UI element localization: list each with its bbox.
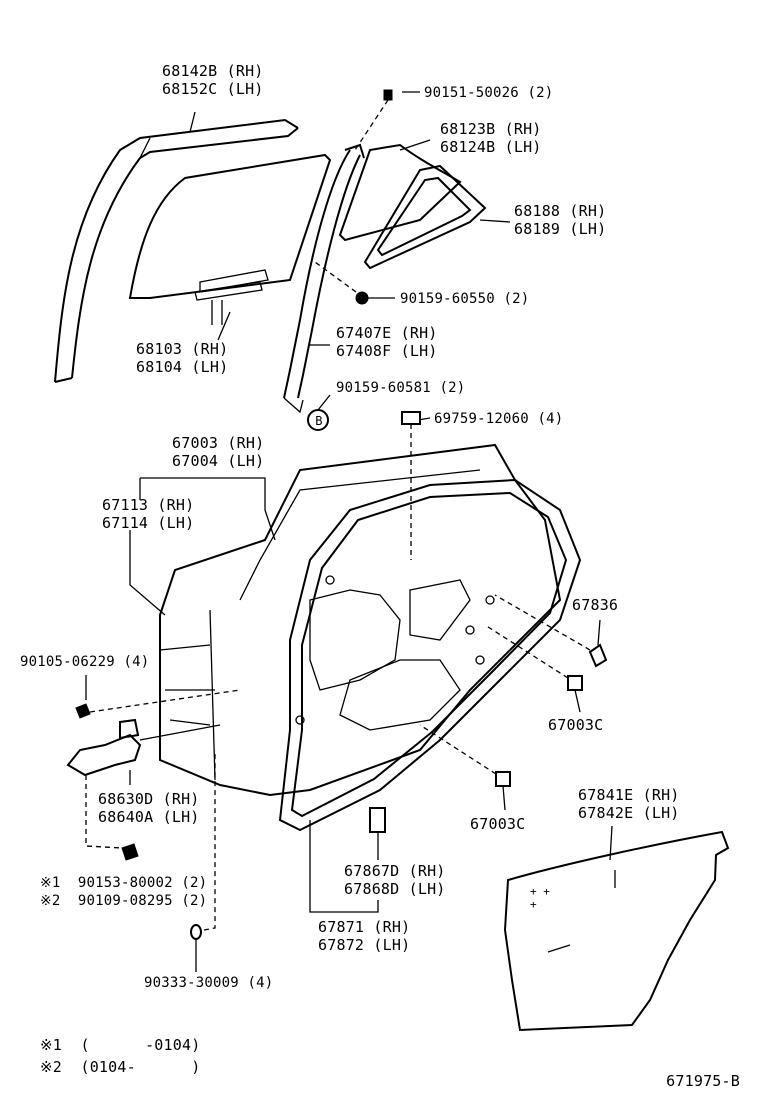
svg-text:+ +: + +	[530, 885, 550, 898]
label-67003c-lower: 67003C	[470, 815, 526, 833]
label-67871: 67871 (RH)67872 (LH)	[318, 918, 411, 954]
label-67407: 67407E (RH)67408F (LH)	[336, 324, 438, 360]
callout-b-label: B	[315, 414, 323, 428]
clip-67867d	[369, 807, 386, 860]
leader-lines	[129, 91, 511, 616]
quarter-window-weatherstrip	[363, 164, 487, 270]
screw-90159-60550	[314, 261, 395, 305]
clip-69759	[401, 411, 421, 560]
bolt-90105	[75, 675, 241, 719]
footnote-2: ※2 (0104- )	[40, 1058, 201, 1076]
label-68630: 68630D (RH)68640A (LH)	[98, 790, 200, 826]
label-69759: 69759-12060 (4)	[434, 411, 564, 427]
label-90159-60550: 90159-60550 (2)	[400, 291, 530, 307]
bumper-67003c-lower	[419, 724, 511, 811]
door-trim-board: + + +	[503, 825, 730, 1032]
screw-90151	[354, 89, 393, 151]
label-68123: 68123B (RH)68124B (LH)	[440, 120, 542, 156]
door-glass	[128, 153, 332, 325]
label-67867: 67867D (RH)67868D (LH)	[344, 862, 446, 898]
door-panel	[159, 443, 562, 797]
label-90333: 90333-30009 (4)	[144, 975, 274, 991]
footnote-1: ※1 ( -0104)	[40, 1036, 201, 1054]
label-90159-60581: 90159-60581 (2)	[336, 380, 466, 396]
figure-id: 671975-B	[666, 1072, 740, 1090]
glass-run-channel	[54, 118, 299, 383]
label-68103: 68103 (RH)68104 (LH)	[136, 340, 229, 376]
bolt-90153	[85, 775, 139, 861]
svg-text:+: +	[530, 898, 537, 911]
leader-67871	[309, 820, 379, 913]
bumper-67003c-upper	[484, 624, 583, 713]
label-67841: 67841E (RH)67842E (LH)	[578, 786, 680, 822]
label-90105: 90105-06229 (4)	[20, 654, 150, 670]
door-weatherstrip	[278, 478, 582, 832]
inner-panel-openings	[295, 575, 495, 731]
label-68142: 68142B (RH)68152C (LH)	[162, 62, 264, 98]
label-67003: 67003 (RH)67004 (LH)	[172, 434, 265, 470]
label-90153: ※1 90153-80002 (2)※2 90109-08295 (2)	[40, 875, 208, 909]
label-67836: 67836	[572, 596, 619, 614]
door-check	[66, 718, 221, 785]
label-68188: 68188 (RH)68189 (LH)	[514, 202, 607, 238]
plug-67836	[494, 594, 608, 668]
grommet-90333	[190, 750, 216, 972]
division-bar	[283, 143, 365, 414]
label-90151: 90151-50026 (2)	[424, 85, 554, 101]
label-67113: 67113 (RH)67114 (LH)	[102, 496, 195, 532]
label-67003c-upper: 67003C	[548, 716, 604, 734]
